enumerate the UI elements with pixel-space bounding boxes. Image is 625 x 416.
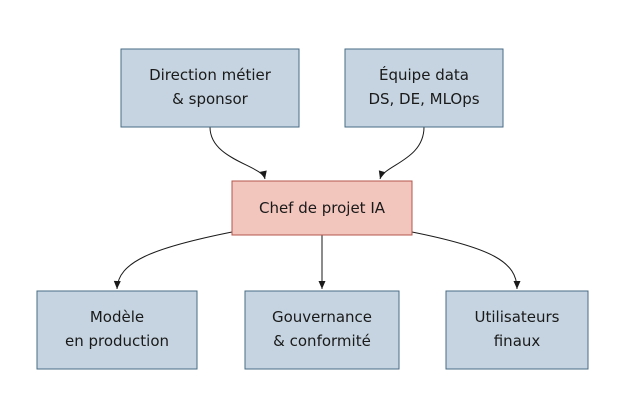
node-chef: Chef de projet IA — [231, 180, 413, 236]
node-modele-line2: en production — [65, 332, 169, 350]
edge-direction-to-chef — [209, 126, 267, 180]
node-chef-label: Chef de projet IA — [259, 199, 386, 217]
node-chef-box — [231, 180, 413, 236]
node-gouvernance-line1: Gouvernance — [272, 308, 372, 326]
node-utilisateurs-line2: finaux — [494, 332, 541, 350]
node-utilisateurs: Utilisateurs finaux — [445, 290, 589, 370]
node-direction-box — [120, 48, 300, 128]
edge-equipe-to-chef — [378, 126, 425, 180]
node-modele: Modèle en production — [36, 290, 198, 370]
node-gouvernance-box — [244, 290, 400, 370]
edges — [113, 126, 521, 290]
edge-chef-to-modele — [113, 231, 233, 290]
node-gouvernance-line2: & conformité — [273, 332, 371, 350]
node-gouvernance: Gouvernance & conformité — [244, 290, 400, 370]
node-utilisateurs-box — [445, 290, 589, 370]
node-modele-box — [36, 290, 198, 370]
node-utilisateurs-line1: Utilisateurs — [475, 308, 560, 326]
node-direction: Direction métier & sponsor — [120, 48, 300, 128]
edge-chef-to-utilisateurs — [411, 231, 521, 290]
node-equipe-line1: Équipe data — [379, 65, 469, 84]
node-direction-line1: Direction métier — [149, 66, 272, 84]
node-direction-line2: & sponsor — [172, 90, 248, 108]
node-modele-line1: Modèle — [90, 308, 144, 326]
node-equipe-box — [344, 48, 504, 128]
node-equipe-line2: DS, DE, MLOps — [368, 90, 479, 108]
node-equipe: Équipe data DS, DE, MLOps — [344, 48, 504, 128]
